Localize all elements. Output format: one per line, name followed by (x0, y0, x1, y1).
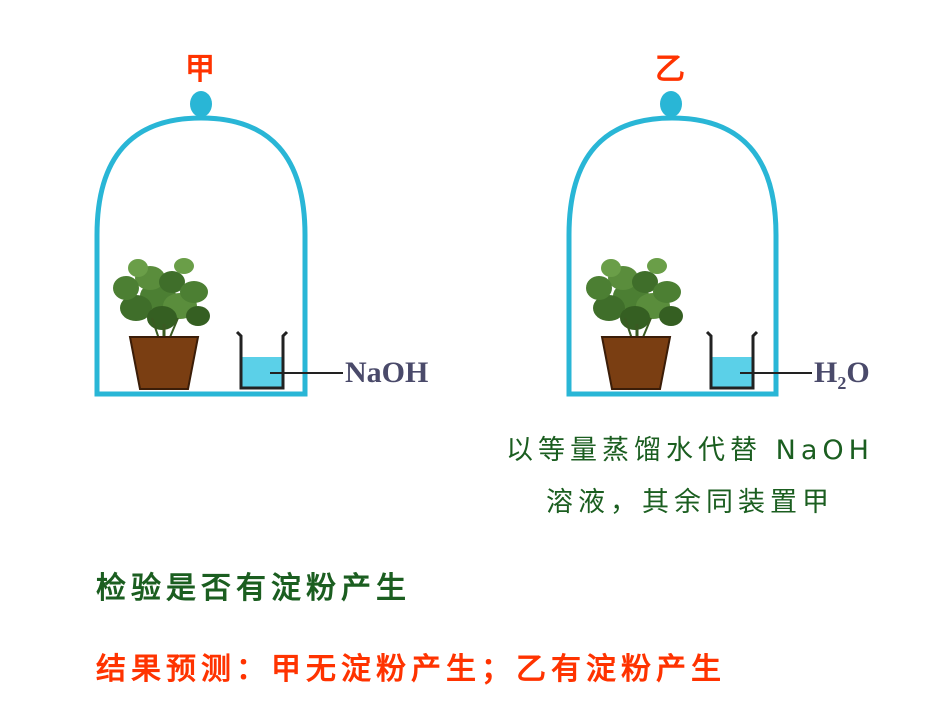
bell-jar-a (94, 91, 308, 397)
result-prediction: 结果预测：甲无淀粉产生；乙有淀粉产生 (96, 652, 726, 687)
pot-b (600, 336, 672, 390)
setup-b-label: 乙 (655, 52, 685, 87)
test-statement: 检验是否有淀粉产生 (96, 571, 411, 606)
beaker-b (705, 330, 759, 390)
pot-a (128, 336, 200, 390)
beaker-a (235, 330, 289, 390)
plant-b (584, 256, 685, 346)
reagent-water: H2O (814, 356, 870, 393)
note-line-1: 以等量蒸馏水代替 NaOH (506, 435, 874, 466)
plant-a (111, 256, 212, 346)
bell-jar-b (566, 91, 779, 397)
setup-a-label: 甲 (185, 52, 215, 87)
reagent-naoh: NaOH (345, 356, 429, 389)
note-line-2: 溶液，其余同装置甲 (546, 487, 834, 518)
